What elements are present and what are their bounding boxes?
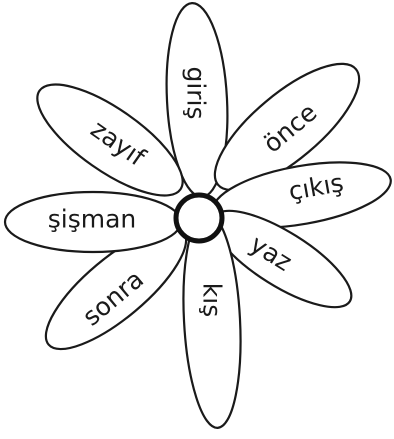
petal-word-left: şişman [48, 205, 137, 234]
petal-word-top: giriş [182, 66, 211, 119]
petal-word-bottom: kış [198, 283, 227, 317]
flower-center [176, 195, 222, 241]
